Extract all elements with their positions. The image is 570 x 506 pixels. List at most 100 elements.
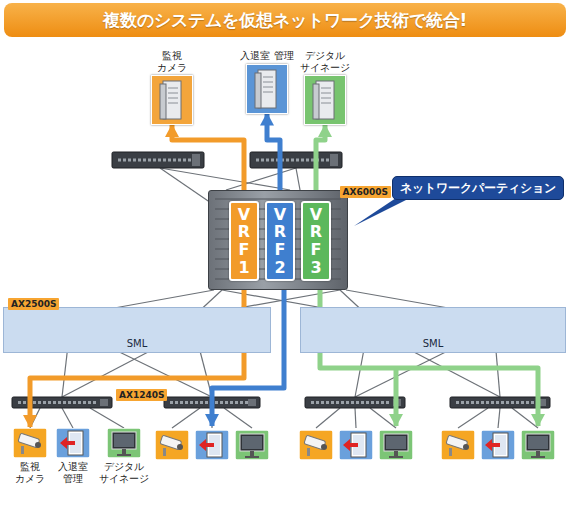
server-icon — [305, 76, 345, 124]
cable-mesh — [30, 168, 538, 428]
access-icon — [339, 430, 373, 460]
drawing-part — [321, 444, 327, 450]
vrf-node: VRF1 — [229, 201, 259, 281]
switch-port — [88, 401, 91, 404]
server-box — [246, 64, 288, 114]
drawing-part — [296, 168, 300, 190]
drawing-part — [168, 88, 178, 89]
ring-label: SML — [421, 338, 446, 349]
drawing-part — [168, 98, 178, 99]
drawing-part — [370, 408, 396, 428]
drawing-part — [321, 88, 331, 89]
camera-icon — [155, 430, 189, 460]
access-icon — [195, 430, 229, 460]
drawing-part — [321, 93, 331, 94]
drawing-part — [263, 76, 273, 77]
drawing-part — [307, 448, 310, 456]
drawing-part — [526, 434, 550, 451]
switch-port — [163, 159, 166, 162]
device-icon — [13, 428, 47, 458]
switch-port — [521, 401, 524, 404]
switch-port — [235, 401, 238, 404]
device-label: 入退室 管理 — [51, 461, 95, 484]
device-label: デジタル サイネージ — [96, 461, 152, 484]
switch-port — [341, 401, 344, 404]
switch-port — [23, 401, 26, 404]
switch-port — [138, 159, 141, 162]
switch-port — [185, 401, 188, 404]
signage-icon — [521, 430, 555, 460]
switch-port — [220, 401, 223, 404]
switch-port — [496, 401, 499, 404]
switch-port — [456, 401, 459, 404]
drawing-part — [235, 430, 269, 460]
drawing-part — [117, 454, 131, 456]
server-node: デジタル サイネージ — [296, 50, 354, 125]
switch-port — [183, 159, 186, 162]
switch-port — [230, 401, 233, 404]
switch-port — [376, 401, 379, 404]
switch-port — [461, 401, 464, 404]
drawing-part — [56, 428, 90, 458]
vrf-node: VRF3 — [301, 201, 331, 281]
band-node: AX2500SSML — [3, 307, 271, 353]
drawing-part — [321, 103, 331, 104]
switch-port — [516, 401, 519, 404]
device-node: デジタル サイネージ — [96, 428, 152, 484]
switch-port — [123, 159, 126, 162]
drawing-part — [463, 444, 469, 450]
switch-port — [366, 401, 369, 404]
switch-port — [170, 401, 173, 404]
model-tag: AX2500S — [8, 298, 59, 310]
switch-port — [321, 159, 324, 162]
drawing-part — [255, 73, 261, 108]
server-box — [151, 75, 193, 125]
switch-port — [526, 401, 529, 404]
switch-port — [326, 159, 329, 162]
switch-port — [173, 159, 176, 162]
drawing-part — [60, 437, 75, 449]
switch-port — [346, 401, 349, 404]
switch-unit — [250, 152, 342, 168]
switch-port — [190, 401, 193, 404]
device-node: 監視 カメラ — [8, 428, 52, 484]
drawing-part — [379, 430, 413, 460]
switch-port — [73, 401, 76, 404]
drawing-part — [226, 168, 296, 190]
switch-port — [245, 401, 248, 404]
drawing-part — [114, 434, 134, 447]
signage-icon — [379, 430, 413, 460]
switch-port — [18, 401, 21, 404]
drawing-part — [245, 456, 259, 458]
switch-module — [100, 399, 108, 406]
switch-port — [133, 159, 136, 162]
switch-module — [330, 154, 338, 166]
drawing-part — [122, 449, 126, 454]
switch-port — [33, 401, 36, 404]
drawing-part — [168, 93, 178, 94]
switch-module — [248, 399, 256, 406]
drawing-part — [263, 86, 273, 87]
drawing-part — [199, 439, 214, 451]
drawing-part — [521, 430, 555, 460]
drawing-part — [339, 430, 373, 460]
switch-port — [68, 401, 71, 404]
switch-port — [63, 401, 66, 404]
server-icon — [152, 76, 192, 124]
title-text: 複数のシステムを仮想ネットワーク技術で統合! — [103, 9, 468, 32]
drawing-part — [163, 448, 166, 456]
switch-port — [291, 159, 294, 162]
switch-port — [491, 401, 494, 404]
switch-port — [381, 401, 384, 404]
server-node: 入退室 管理 — [240, 50, 294, 114]
drawing-part — [536, 451, 540, 456]
switch-port — [43, 401, 46, 404]
switch-port — [501, 401, 504, 404]
switch-port — [180, 401, 183, 404]
drawing-part — [195, 430, 229, 460]
drawing-part — [90, 408, 124, 428]
drawing-part — [13, 428, 47, 458]
camera-icon — [299, 430, 333, 460]
